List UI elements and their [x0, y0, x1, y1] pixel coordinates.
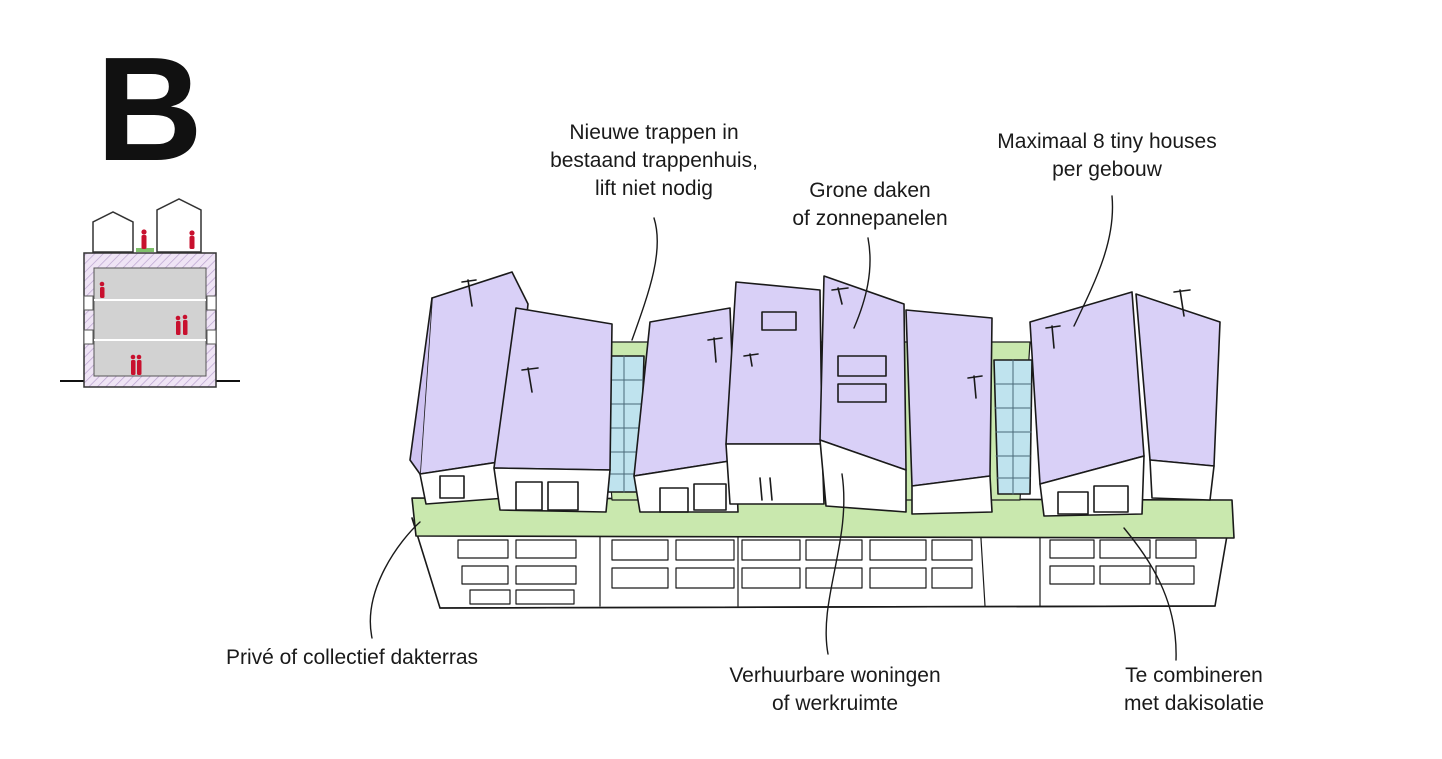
label-green-roofs: Grone daken of zonnepanelen	[792, 179, 948, 230]
tiny-house-7	[1029, 291, 1145, 485]
tiny-house-8	[1135, 293, 1221, 467]
tiny-house-4	[725, 281, 823, 445]
tiny-house-6	[905, 309, 993, 487]
facade-windows	[457, 521, 1197, 607]
leader-lines	[369, 195, 1177, 661]
tiny-house-3	[633, 307, 737, 477]
label-stairs: Nieuwe trappen in bestaand trappenhuis, …	[550, 121, 758, 200]
leader-green-roofs	[853, 237, 871, 329]
leader-roof-terrace	[369, 521, 421, 639]
label-roof-terrace: Privé of collectief dakterras	[225, 646, 479, 669]
label-insulation: Te combineren met dakisolatie	[1123, 664, 1265, 715]
section-people-icon	[99, 229, 195, 375]
leader-stairs	[631, 217, 659, 341]
section-tiny-house-left	[92, 211, 134, 253]
label-tiny-houses: Maximaal 8 tiny houses per gebouw	[997, 130, 1217, 181]
scheme-letter: B	[96, 27, 203, 192]
leader-tiny-houses	[1073, 195, 1114, 327]
leader-insulation	[1123, 527, 1177, 661]
label-rentable: Verhuurbare woningen of werkruimte	[729, 664, 941, 715]
leader-rentable	[825, 473, 845, 655]
